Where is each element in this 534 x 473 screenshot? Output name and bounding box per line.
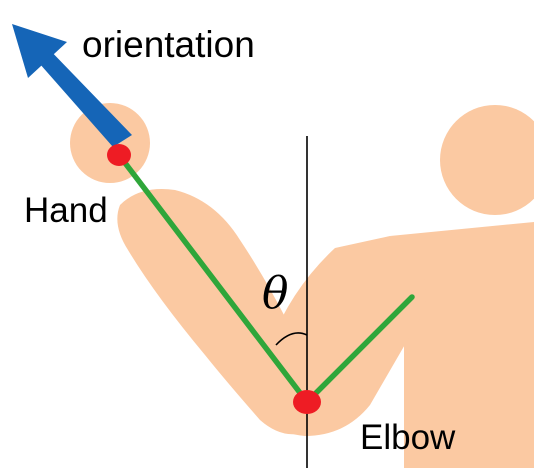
orientation-label: orientation [82, 26, 255, 63]
elbow-joint [293, 390, 321, 414]
hand-joint [107, 144, 131, 166]
theta-label: θ [262, 272, 289, 316]
hand-label: Hand [24, 193, 108, 228]
body-silhouette [70, 103, 534, 468]
head [440, 105, 534, 215]
elbow-label: Elbow [360, 420, 455, 455]
